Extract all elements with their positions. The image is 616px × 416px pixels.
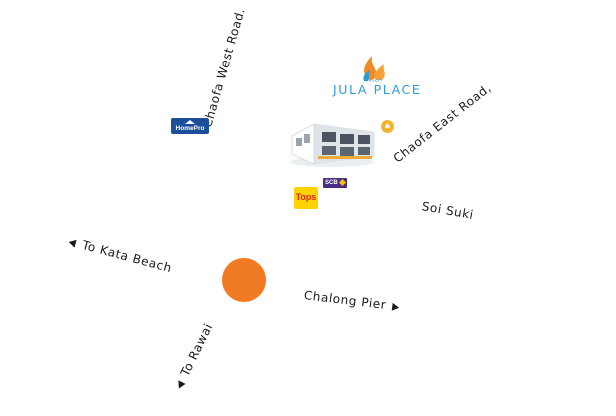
road-text-to-kata-beach: To Kata Beach	[80, 237, 174, 276]
arrow-left-icon	[67, 237, 77, 248]
tops-supermarket-logo: Tops	[294, 187, 318, 209]
road-text-soi-suki: Soi Suki	[420, 199, 475, 222]
arrow-right-icon	[391, 302, 400, 312]
road-label-chalong-pier: Chalong Pier	[303, 288, 400, 313]
diamond-icon	[338, 178, 347, 187]
house-roof-icon	[185, 120, 195, 124]
building-illustration	[290, 123, 375, 167]
homepro-name: HomePro	[175, 125, 205, 132]
logo-tagline: PHUKET	[366, 79, 383, 83]
scb-bank-logo: SCB	[323, 178, 347, 188]
scb-name: SCB	[325, 180, 338, 186]
arrow-down-left-icon	[174, 380, 186, 390]
road-label-to-kata-beach: To Kata Beach	[67, 235, 174, 276]
road-label-chaofa-west: Chaofa West Road.	[200, 6, 248, 129]
krungsri-bank-icon: ♠	[381, 120, 394, 133]
tops-name: Tops	[295, 192, 317, 202]
homepro-logo: HomePro	[171, 118, 209, 134]
road-text-to-rawai: To Rawai	[177, 320, 216, 379]
road-label-soi-suki: Soi Suki	[420, 199, 475, 222]
flame-icon	[363, 56, 385, 81]
roundabout-marker	[222, 258, 266, 302]
road-text-chaofa-west: Chaofa West Road.	[200, 6, 248, 129]
logo-wordmark: JULA PLACE	[333, 82, 422, 97]
road-text-chalong-pier: Chalong Pier	[303, 288, 388, 313]
jula-place-logo: PHUKET JULA PLACE	[330, 54, 422, 100]
road-label-to-rawai: To Rawai	[173, 321, 215, 390]
